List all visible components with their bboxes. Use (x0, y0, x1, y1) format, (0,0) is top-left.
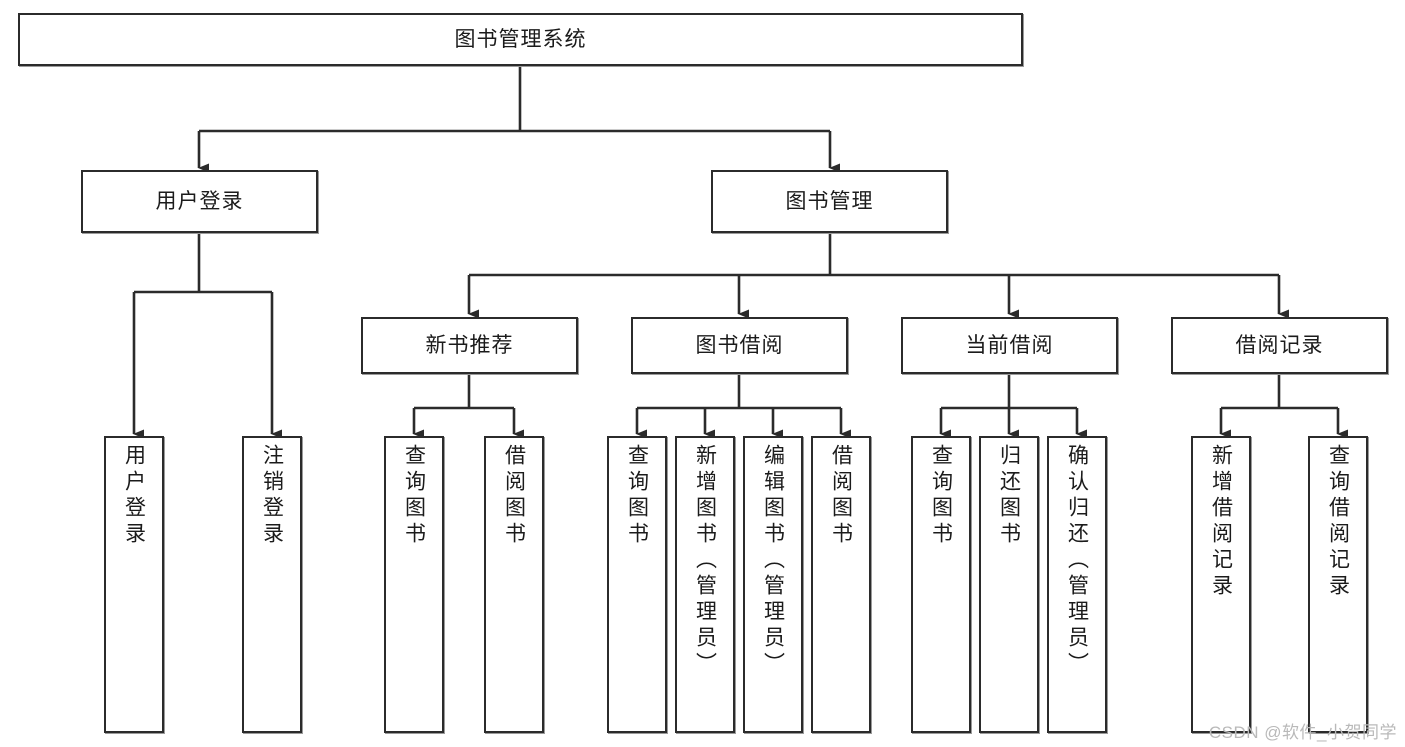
node-label: 查询图书 (929, 444, 953, 548)
leaf-confirm-return-admin[interactable]: 确认归还（管理员） (1047, 436, 1107, 733)
node-current-borrow[interactable]: 当前借阅 (901, 317, 1118, 374)
node-book-borrow[interactable]: 图书借阅 (631, 317, 848, 374)
leaf-borrow-book[interactable]: 借阅图书 (811, 436, 871, 733)
node-label: 图书管理系统 (454, 27, 587, 51)
node-label: 查询图书 (625, 444, 649, 548)
leaf-logout[interactable]: 注销登录 (242, 436, 302, 733)
leaf-return-book[interactable]: 归还图书 (979, 436, 1039, 733)
leaf-edit-book-admin[interactable]: 编辑图书（管理员） (743, 436, 803, 733)
csdn-watermark: CSDN @软件_小贺同学 (1208, 723, 1397, 742)
node-label: 借阅图书 (502, 444, 526, 548)
node-new-book-recommend[interactable]: 新书推荐 (361, 317, 578, 374)
leaf-query-book-current[interactable]: 查询图书 (911, 436, 971, 733)
node-label: 确认归还（管理员） (1065, 444, 1089, 678)
node-label: 查询图书 (402, 444, 426, 548)
node-label: 归还图书 (997, 444, 1021, 548)
leaf-query-book-borrow[interactable]: 查询图书 (607, 436, 667, 733)
node-borrow-record[interactable]: 借阅记录 (1171, 317, 1388, 374)
node-label: 编辑图书（管理员） (761, 444, 785, 678)
leaf-user-login[interactable]: 用户登录 (104, 436, 164, 733)
leaf-borrow-book-recommend[interactable]: 借阅图书 (484, 436, 544, 733)
node-label: 用户登录 (122, 444, 146, 548)
node-root-system[interactable]: 图书管理系统 (18, 13, 1023, 66)
node-label: 注销登录 (260, 444, 284, 548)
node-label: 图书借阅 (695, 333, 784, 357)
node-label: 新书推荐 (425, 333, 514, 357)
node-label: 借阅记录 (1235, 333, 1324, 357)
leaf-add-borrow-record[interactable]: 新增借阅记录 (1191, 436, 1251, 733)
node-label: 新增借阅记录 (1209, 444, 1233, 600)
node-label: 新增图书（管理员） (693, 444, 717, 678)
leaf-add-book-admin[interactable]: 新增图书（管理员） (675, 436, 735, 733)
node-label: 查询借阅记录 (1326, 444, 1350, 600)
node-label: 借阅图书 (829, 444, 853, 548)
node-book-management[interactable]: 图书管理 (711, 170, 948, 233)
leaf-query-borrow-record[interactable]: 查询借阅记录 (1308, 436, 1368, 733)
node-label: 图书管理 (785, 189, 874, 213)
node-label: 用户登录 (155, 189, 244, 213)
node-label: 当前借阅 (965, 333, 1054, 357)
leaf-query-book-recommend[interactable]: 查询图书 (384, 436, 444, 733)
node-user-login[interactable]: 用户登录 (81, 170, 318, 233)
